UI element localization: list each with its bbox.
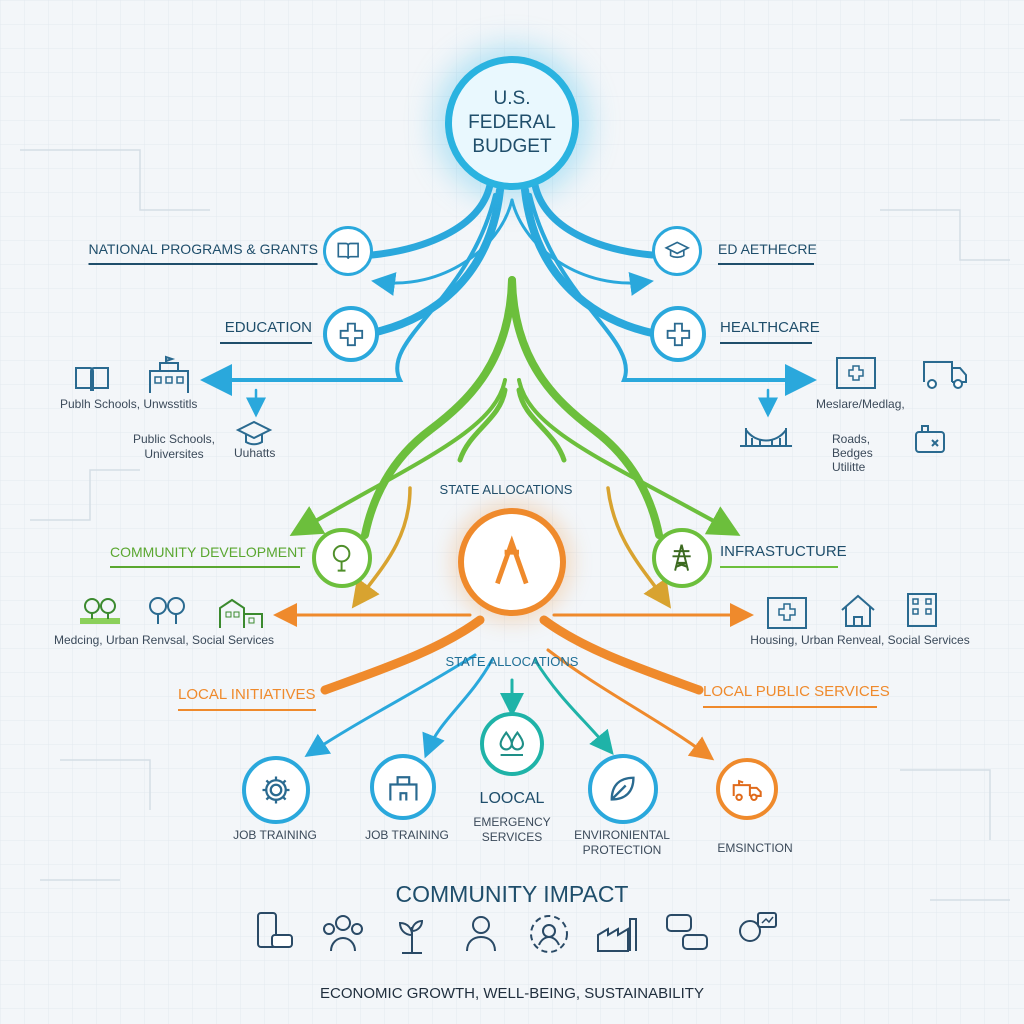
label-community-development: COMMUNITY DEVELOPMENT: [110, 544, 306, 568]
label-national-programs: NATIONAL PROGRAMS & GRANTS: [88, 241, 318, 265]
right-detail-text: Meslare/Medlag,: [816, 397, 905, 411]
fire-truck-icon: [732, 779, 762, 801]
trees-icon: [145, 594, 189, 628]
right-detail-2-line-2: Bedges: [832, 446, 873, 460]
node-education: [323, 306, 379, 362]
plant-sprout-icon: [388, 905, 436, 963]
right-detail-2-line-1: Roads,: [832, 432, 871, 446]
root-line-3: BUDGET: [472, 136, 552, 157]
label-local-initiatives: LOCAL INITIATIVES: [178, 686, 316, 711]
leaf-icon: [610, 776, 636, 802]
medical-cross-icon: [339, 322, 363, 346]
community-impact-subtitle: ECONOMIC GROWTH, WELL-BEING, SUSTAINABIL…: [320, 985, 704, 1002]
state-allocations-label-top: STATE ALLOCATIONS: [439, 482, 573, 497]
book-icon: [72, 362, 112, 396]
apartment-building-icon: [902, 590, 942, 628]
gear-icon: [262, 776, 290, 804]
label-ed-aethecre: ED AETHECRE: [718, 241, 817, 265]
label-infrastructure: INFRASTUCTURE: [720, 543, 847, 568]
ambulance-icon: [920, 354, 970, 390]
right-services-text: Housing, Urban Renveal, Social Services: [750, 633, 970, 647]
state-allocations-label-bottom: STATE ALLOCATIONS: [445, 654, 579, 669]
community-cycle-icon: [525, 905, 573, 963]
person-chart-icon: [732, 905, 780, 963]
right-detail-text-2: Roads, Bedges Utilitte: [832, 432, 873, 474]
school-building-icon: [146, 355, 192, 395]
graduation-cap-icon: [234, 416, 274, 450]
node-local-environmental: [588, 754, 658, 824]
impact-icons-row: [250, 905, 780, 969]
local-center-title: LOOCAL: [479, 790, 545, 807]
local-item-4-line-2: PROTECTION: [582, 843, 662, 857]
node-ed-aethecre: [652, 226, 702, 276]
node-community-development: [312, 528, 372, 588]
node-local-emsinction: [716, 758, 778, 820]
root-line-2: FEDERAL: [468, 112, 556, 133]
node-local-emergency: [480, 712, 544, 776]
tree-icon: [333, 545, 351, 572]
label-healthcare: HEALTHCARE: [720, 319, 820, 344]
community-building-icon: [216, 594, 266, 630]
right-detail-2-line-3: Utilitte: [832, 460, 866, 474]
power-tower-icon: [672, 544, 692, 572]
local-item-5-label: EMSINCTION: [717, 841, 792, 856]
graduation-cap-icon: [664, 241, 690, 258]
people-group-icon: [319, 905, 367, 963]
node-local-job-training-1: [242, 756, 310, 824]
phone-chat-icon: [250, 905, 298, 963]
node-local-job-training-2: [370, 754, 436, 820]
school-building-icon: [388, 775, 418, 801]
park-trees-icon: [78, 594, 122, 628]
node-healthcare: [650, 306, 706, 362]
local-item-4-line-1: ENVIRONIENTAL: [574, 828, 670, 842]
open-book-icon: [337, 242, 359, 259]
local-item-1-line-1: JOB TRAINING: [233, 828, 317, 842]
local-item-3-line-2: SERVICES: [481, 830, 543, 844]
speech-bubbles-icon: [663, 905, 711, 963]
person-support-icon: [457, 905, 505, 963]
water-drops-icon: [499, 731, 525, 757]
left-services-text: Medcing, Urban Renvsal, Social Services: [53, 633, 275, 647]
root-line-1: U.S.: [493, 88, 531, 109]
clinic-icon: [764, 594, 810, 630]
label-education: EDUCATION: [220, 319, 312, 344]
left-detail-2-line-1: Public Schools,: [132, 432, 216, 446]
left-detail-2-line-2: Universites: [144, 447, 204, 461]
community-impact-title: COMMUNITY IMPACT: [395, 881, 629, 907]
tools-icon: [910, 422, 950, 456]
medical-cross-icon: [666, 322, 690, 346]
node-national-programs: [323, 226, 373, 276]
node-infrastructure: [652, 528, 712, 588]
factory-icon: [594, 905, 642, 963]
local-item-1-label: JOB TRAINING: [233, 828, 317, 843]
left-detail-text-2: Public Schools, Universites: [133, 432, 215, 462]
local-item-3-line-1: EMERGENCY: [473, 815, 551, 829]
bridge-icon: [738, 420, 794, 456]
house-icon: [838, 592, 878, 628]
node-state-center: [458, 508, 566, 616]
hospital-icon: [833, 352, 879, 390]
local-item-2-line-1: JOB TRAINING: [365, 828, 449, 842]
local-item-3-label: EMERGENCY SERVICES: [473, 815, 550, 845]
federal-budget-node: U.S. FEDERAL BUDGET: [445, 56, 579, 190]
local-item-5-line-1: EMSINCTION: [717, 841, 793, 855]
left-detail-text-3: Uuhatts: [234, 446, 276, 460]
label-local-public-services: LOCAL PUBLIC SERVICES: [703, 683, 890, 708]
local-item-4-label: ENVIRONIENTAL PROTECTION: [574, 828, 670, 858]
left-detail-text: Publh Schools, Unwsstitls: [60, 397, 198, 411]
local-item-2-label: JOB TRAINING: [365, 828, 449, 843]
arch-icon: [495, 535, 529, 585]
